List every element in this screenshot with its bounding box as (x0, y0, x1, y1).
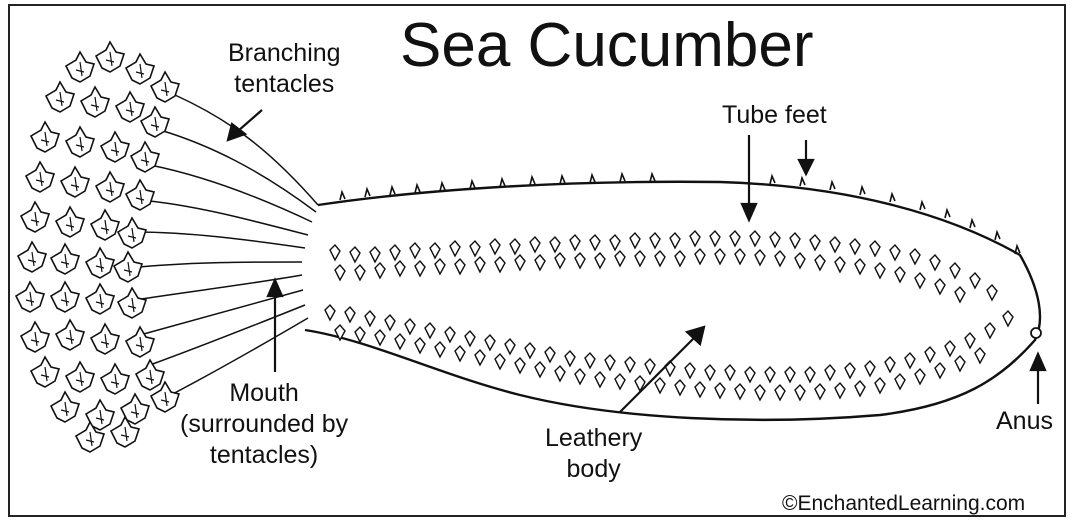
label-mouth: Mouth (surrounded by tentacles) (180, 378, 348, 471)
label-mouth-line-1: Mouth (180, 378, 348, 409)
branching-tentacles (16, 42, 179, 452)
anus-opening (1031, 328, 1041, 338)
diagram-title: Sea Cucumber (400, 10, 814, 82)
arrow-leathery-body (620, 338, 694, 412)
arrow-branching-tentacles (238, 110, 262, 131)
label-anus: Anus (996, 406, 1053, 437)
label-leathery-body-line-2: body (545, 454, 642, 485)
label-branching-tentacles-line-1: Branching (228, 38, 341, 69)
label-branching-tentacles-line-2: tentacles (228, 69, 341, 100)
label-tube-feet: Tube feet (722, 100, 827, 131)
dorsal-tube-feet (340, 174, 1020, 254)
label-leathery-body-line-1: Leathery (545, 423, 642, 454)
tube-feet-row-upper (330, 231, 997, 302)
tentacle-stalks (130, 95, 318, 398)
pointer-arrows (228, 110, 1045, 412)
label-mouth-line-2: (surrounded by (180, 409, 348, 440)
label-mouth-line-3: tentacles) (180, 440, 348, 471)
tube-feet-row-lower (325, 305, 1013, 400)
label-leathery-body: Leathery body (545, 423, 642, 485)
body-outline (305, 182, 1040, 420)
credit-text: ©EnchantedLearning.com (782, 492, 1025, 516)
label-branching-tentacles: Branching tentacles (228, 38, 341, 100)
